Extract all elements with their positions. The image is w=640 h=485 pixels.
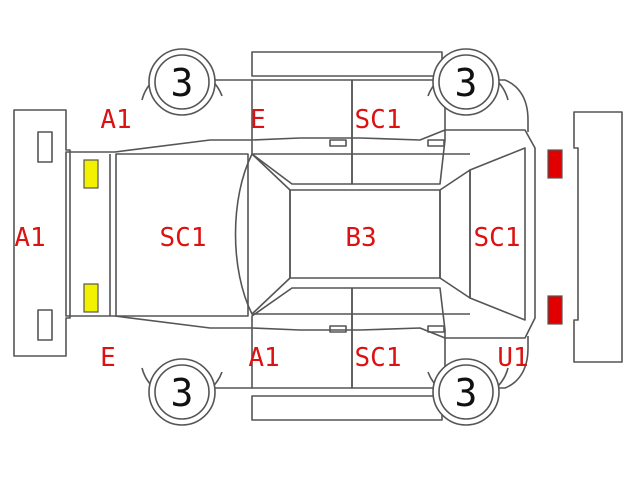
rear-bumper-outline	[573, 111, 623, 363]
front-bumper-slot-bottom	[37, 309, 53, 341]
label-rear-left-door: SC1	[355, 105, 402, 135]
front-bumper-outline	[13, 109, 71, 357]
label-front-right-fender: E	[100, 343, 116, 373]
label-front-right-door: A1	[248, 343, 279, 373]
right-rear-door-handle	[427, 325, 445, 333]
front-bumper-slot-top	[37, 131, 53, 163]
wheel-front-right-inner	[154, 364, 210, 420]
label-rear-right-door: SC1	[355, 343, 402, 373]
hood-outline	[115, 153, 249, 317]
front-windshield	[234, 153, 291, 315]
rear-hatch-outline	[469, 147, 526, 321]
left-rear-door-outline	[351, 79, 446, 185]
wheel-rear-left-grade: 3	[455, 61, 478, 105]
wheel-rear-right-inner	[438, 364, 494, 420]
right-rear-door-outline	[351, 287, 446, 389]
right-front-door-outline	[251, 287, 353, 389]
wheel-front-left-inner	[154, 54, 210, 110]
label-rear-hatch: SC1	[474, 223, 521, 253]
rear-lamp-left	[547, 149, 563, 179]
left-rear-quarter	[445, 79, 529, 132]
right-rear-quarter	[445, 336, 529, 389]
left-front-door-handle	[329, 139, 347, 147]
left-front-door-outline	[251, 79, 353, 185]
label-front-bumper: A1	[14, 223, 45, 253]
wheel-front-right-grade: 3	[171, 371, 194, 415]
wheel-rear-left-inner	[438, 54, 494, 110]
label-rear-right-quarter: U1	[497, 343, 528, 373]
wheel-rear-right-grade: 3	[455, 371, 478, 415]
label-front-left-door: E	[250, 105, 266, 135]
front-lamp-right	[83, 283, 99, 313]
label-front-left-fender: A1	[100, 105, 131, 135]
front-lamp-left	[83, 159, 99, 189]
left-side-step	[251, 51, 443, 77]
label-hood: SC1	[160, 223, 207, 253]
rear-window	[439, 169, 471, 299]
right-front-door-handle	[329, 325, 347, 333]
wheel-front-left-grade: 3	[171, 61, 194, 105]
rear-lamp-right	[547, 295, 563, 325]
left-rear-door-handle	[427, 139, 445, 147]
label-roof: B3	[345, 223, 376, 253]
right-side-step	[251, 395, 443, 421]
body-outline	[65, 129, 536, 339]
